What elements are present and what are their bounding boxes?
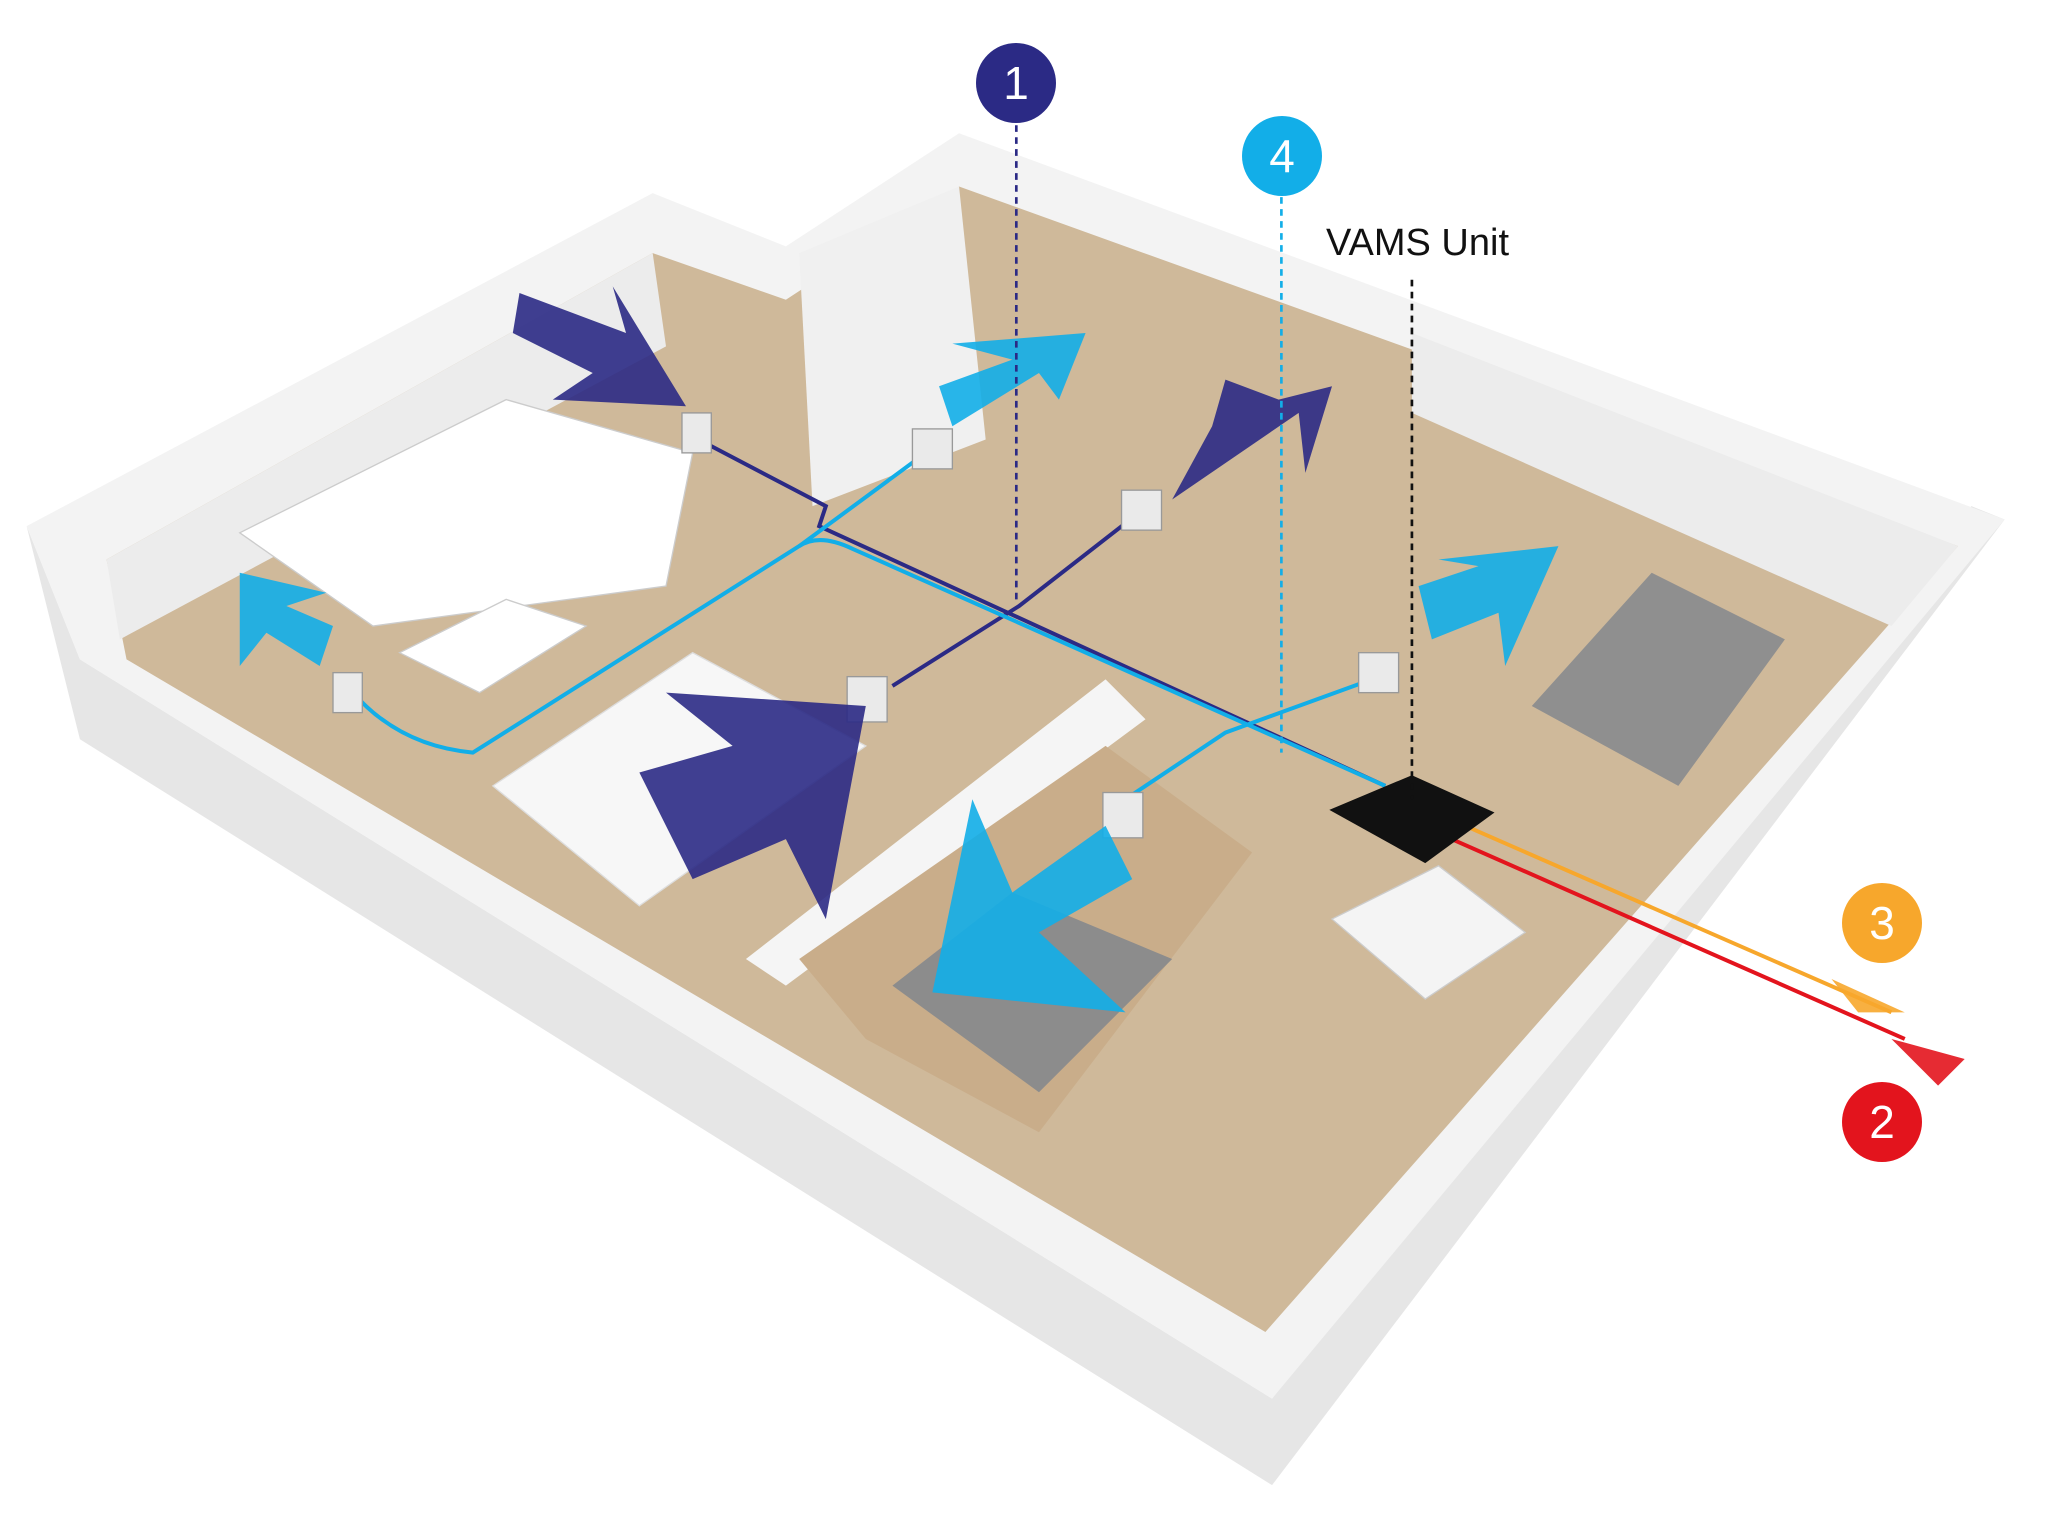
badge-1: 1 — [976, 43, 1056, 123]
bed-main — [1531, 572, 1785, 786]
supply-arrow-icon — [239, 572, 333, 666]
vent — [911, 428, 954, 470]
exhaust-arrow-icon — [512, 286, 686, 407]
supply-branch — [798, 451, 927, 548]
vent — [681, 412, 712, 454]
exhaust-air-duct — [1464, 824, 1893, 1015]
sofa-second — [1330, 865, 1527, 1000]
exhaust-arrow-icon — [639, 692, 866, 920]
chevron-right-icon — [1831, 979, 1905, 1013]
vent — [1102, 791, 1144, 839]
supply-branch-2 — [1124, 677, 1373, 801]
supply-duct — [351, 538, 1387, 788]
dining-table — [398, 598, 588, 694]
bedroom-wall — [1411, 333, 1959, 627]
vent — [1120, 489, 1163, 531]
badge-2: 2 — [1842, 1082, 1922, 1162]
exhaust-arrow-icon — [1172, 379, 1332, 500]
vent — [1357, 652, 1400, 694]
vams-unit — [1329, 775, 1495, 864]
supply-arrow-icon — [1418, 546, 1559, 666]
exhaust-branch — [891, 511, 1141, 688]
bathroom-wall — [799, 186, 986, 507]
supply-arrow-icon — [932, 799, 1133, 1013]
vams-unit-label: VAMS Unit — [1326, 222, 1510, 264]
bedroom2-wall — [745, 679, 1146, 986]
air-arrows — [239, 286, 1965, 1086]
outdoor-air-duct — [1451, 837, 1906, 1041]
vent — [332, 671, 363, 714]
vents — [332, 412, 1400, 839]
exhaust-duct — [685, 431, 1387, 788]
supply-arrow-icon — [939, 333, 1086, 427]
badge-4: 4 — [1242, 116, 1322, 196]
chevron-left-icon — [1891, 1038, 1965, 1086]
building-outer-wall — [26, 506, 2005, 1486]
kitchen-counter — [238, 398, 694, 627]
badge-3: 3 — [1842, 883, 1922, 963]
kitchen-wall — [106, 253, 666, 640]
